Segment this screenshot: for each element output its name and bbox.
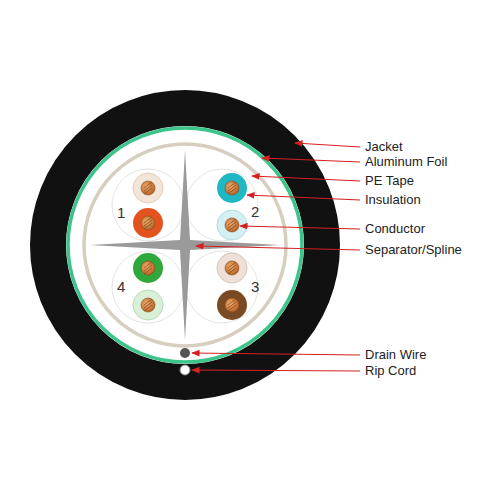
separator-spline	[90, 150, 280, 340]
cable-core	[67, 127, 303, 363]
pair-number: 2	[251, 204, 259, 220]
pair-number: 3	[251, 279, 259, 295]
part-label: Conductor	[365, 221, 425, 237]
part-label: Separator/Spline	[365, 242, 462, 258]
pair-number: 4	[117, 279, 125, 295]
part-label: Jacket	[365, 139, 403, 155]
pe-tape	[84, 144, 286, 346]
pair-number: 1	[117, 205, 125, 221]
drain-wire	[180, 348, 190, 358]
part-label: Insulation	[365, 192, 421, 208]
part-label: PE Tape	[365, 173, 414, 189]
jacket	[48, 108, 322, 382]
aluminum-foil	[68, 128, 302, 362]
part-label: Aluminum Foil	[365, 154, 447, 170]
part-label: Drain Wire	[365, 347, 426, 363]
part-label: Rip Cord	[365, 363, 416, 379]
leader-lines	[192, 143, 360, 371]
rip-cord	[180, 365, 190, 375]
